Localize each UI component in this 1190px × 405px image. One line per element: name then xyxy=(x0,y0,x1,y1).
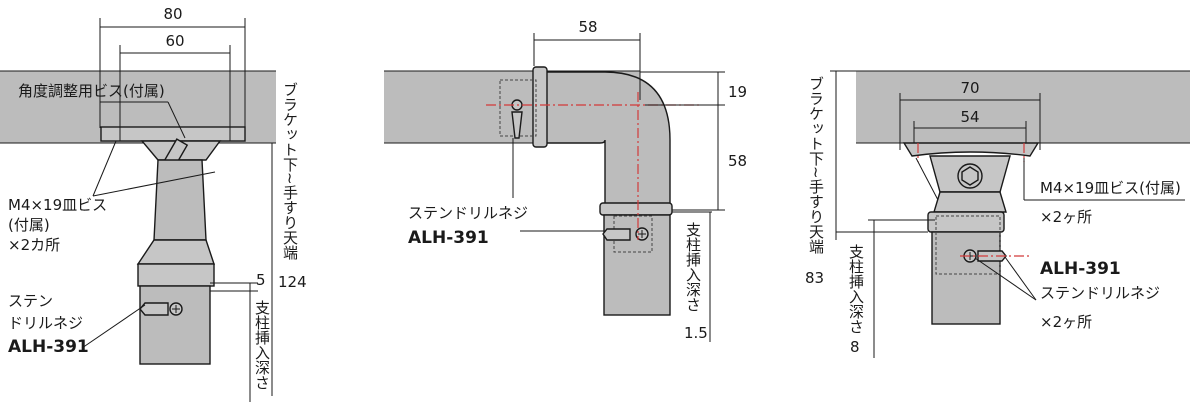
right-drill-model: ALH-391 xyxy=(1040,259,1121,279)
right-drill-label: ステンドリルネジ xyxy=(1040,284,1160,302)
middle-dim-58-top: 58 xyxy=(578,18,597,36)
left-m4-label-3: ×2カ所 xyxy=(8,236,60,254)
left-drill-label-2: ドリルネジ xyxy=(8,314,83,332)
middle-drill-screw xyxy=(602,228,631,241)
left-drill-screw xyxy=(139,302,169,316)
middle-view: 58 19 58 支柱挿入深さ 1.5 ステンドリルネジ ALH-391 xyxy=(384,18,747,342)
left-height-label: ブラケット下~手すり天端 xyxy=(281,82,299,260)
left-collar xyxy=(136,239,215,265)
right-handrail xyxy=(856,71,1190,143)
left-angle-screw-label: 角度調整用ビス(付属) xyxy=(18,82,165,100)
middle-dim-58-side: 58 xyxy=(728,152,747,170)
right-insert-value: 8 xyxy=(850,338,860,356)
left-view: 80 60 角度調整用ビス(付属) M4×19皿ビス (付属) xyxy=(0,5,307,402)
left-bracket-neck xyxy=(153,159,207,241)
right-drill-count: ×2ヶ所 xyxy=(1040,313,1092,331)
left-base-plate xyxy=(100,126,246,142)
right-m4-count: ×2ヶ所 xyxy=(1040,208,1092,226)
left-drill-model: ALH-391 xyxy=(8,337,89,357)
middle-drill-model: ALH-391 xyxy=(408,228,489,248)
middle-dim-19: 19 xyxy=(728,83,747,101)
middle-elbow xyxy=(545,71,671,211)
middle-flange xyxy=(532,66,548,148)
left-drill-label-1: ステン xyxy=(8,292,53,310)
left-height-value: 124 xyxy=(278,273,307,291)
left-m4-label-1: M4×19皿ビス xyxy=(8,196,107,214)
middle-drill-label: ステンドリルネジ xyxy=(408,204,528,222)
right-insert-label: 支柱挿入深さ xyxy=(847,244,865,334)
left-dim-80: 80 xyxy=(163,5,182,23)
right-dim-54: 54 xyxy=(960,108,979,126)
middle-collar xyxy=(599,202,673,216)
right-view: 70 54 ブラケ xyxy=(805,70,1190,358)
right-collar xyxy=(933,191,1007,213)
middle-insert-value: 1.5 xyxy=(684,324,708,342)
left-post xyxy=(139,285,211,365)
right-m4-label: M4×19皿ビス(付属) xyxy=(1040,179,1181,197)
right-dim-70: 70 xyxy=(960,79,979,97)
right-height-label: ブラケット下~手すり天端 xyxy=(807,76,825,254)
left-insert-label: 支柱挿入深さ xyxy=(253,300,271,390)
middle-insert-label: 支柱挿入深さ xyxy=(684,222,702,312)
right-post xyxy=(931,231,1001,325)
left-dim-5: 5 xyxy=(256,271,266,289)
right-height-value: 83 xyxy=(805,269,824,287)
left-dim-60: 60 xyxy=(165,32,184,50)
left-m4-label-2: (付属) xyxy=(8,216,50,234)
right-base-plate xyxy=(902,142,1040,157)
